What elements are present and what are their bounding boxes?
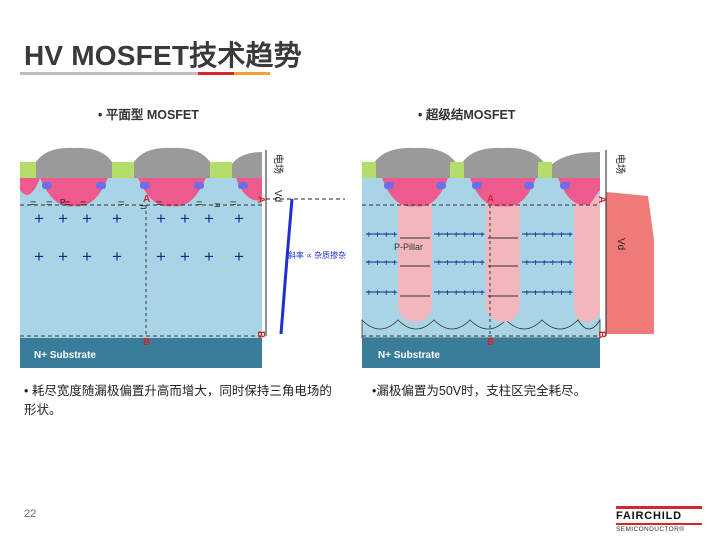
svg-text:=: = bbox=[156, 198, 162, 210]
sj-field-axis: 电场 A B Vd bbox=[596, 150, 654, 338]
planar-axis-b: B bbox=[255, 331, 266, 338]
planar-vd-label: Vd bbox=[272, 190, 283, 202]
sj-axis-b: B bbox=[596, 331, 607, 338]
sj-p-pillars bbox=[398, 190, 600, 322]
superjunction-description: •漏极偏置为50V时，支柱区完全耗尽。 bbox=[372, 384, 587, 398]
svg-text:+ + + + + +: + + + + + + bbox=[436, 230, 485, 241]
sj-plus-marks: + + + + + + + + + + + + + + + + + + + + + +… bbox=[366, 230, 573, 299]
svg-text:+ + + +: + + + + bbox=[366, 230, 398, 241]
planar-cells bbox=[20, 147, 262, 207]
svg-text:+: + bbox=[34, 247, 44, 266]
svg-text:+ + + + + +: + + + + + + bbox=[524, 258, 573, 269]
svg-text:+: + bbox=[234, 247, 244, 266]
title-underline-gray bbox=[20, 72, 198, 75]
planar-diagram: N+ Substrate = = = = = = = = = = P bbox=[20, 147, 346, 368]
svg-text:+ + + +: + + + + bbox=[366, 258, 398, 269]
svg-text:+ + + +: + + + + bbox=[366, 288, 398, 299]
page-number: 22 bbox=[24, 508, 37, 520]
svg-text:+: + bbox=[112, 247, 122, 266]
svg-text:=: = bbox=[140, 202, 146, 214]
svg-text:+: + bbox=[180, 209, 190, 228]
planar-plus-marks: + + + + + + + + + + + + + + + + bbox=[34, 209, 244, 266]
svg-text:+: + bbox=[204, 209, 214, 228]
sj-cells bbox=[362, 147, 600, 207]
superjunction-heading: • 超级结MOSFET bbox=[418, 108, 516, 122]
svg-text:=: = bbox=[118, 198, 124, 210]
planar-heading: • 平面型 MOSFET bbox=[98, 108, 199, 122]
sj-substrate-label: N+ Substrate bbox=[378, 350, 440, 361]
planar-point-a: A bbox=[143, 194, 150, 205]
logo-sub: SEMICONDUCTOR® bbox=[616, 526, 685, 533]
svg-text:+: + bbox=[156, 209, 166, 228]
sj-substrate bbox=[362, 338, 600, 368]
svg-text:=: = bbox=[64, 198, 70, 210]
planar-field-axis: 电场 A B Vd 斜率 ∝ 杂质掺杂 bbox=[255, 150, 346, 338]
sj-charge-rows bbox=[366, 233, 572, 297]
svg-text:=: = bbox=[30, 198, 36, 210]
planar-axis-a: A bbox=[255, 196, 266, 203]
planar-efield-label: 电场 bbox=[272, 154, 285, 174]
svg-text:+ + + + + +: + + + + + + bbox=[436, 288, 485, 299]
planar-substrate bbox=[20, 338, 262, 368]
svg-text:=: = bbox=[80, 198, 86, 210]
svg-text:=: = bbox=[230, 198, 236, 210]
svg-text:+: + bbox=[180, 247, 190, 266]
svg-text:+ + + + + +: + + + + + + bbox=[524, 288, 573, 299]
logo-bar-2 bbox=[616, 523, 702, 525]
svg-text:=: = bbox=[196, 198, 202, 210]
page-title: HV MOSFET技术趋势 bbox=[24, 40, 302, 71]
svg-text:+ + + + + +: + + + + + + bbox=[436, 258, 485, 269]
fairchild-logo: FAIRCHILD SEMICONDUCTOR® bbox=[616, 506, 702, 534]
svg-text:+: + bbox=[234, 209, 244, 228]
logo-brand: FAIRCHILD bbox=[616, 510, 682, 522]
sj-efield-label: 电场 bbox=[614, 154, 627, 174]
sj-point-a: A bbox=[487, 194, 494, 205]
svg-text:+: + bbox=[34, 209, 44, 228]
svg-text:+: + bbox=[204, 247, 214, 266]
svg-text:+: + bbox=[156, 247, 166, 266]
svg-text:+: + bbox=[82, 247, 92, 266]
svg-text:+ + + + + +: + + + + + + bbox=[524, 230, 573, 241]
sj-axis-a: A bbox=[596, 196, 607, 203]
planar-description: • 耗尽宽度随漏极偏置升高而增大，同时保持三角电场的形状。 bbox=[24, 384, 332, 417]
superjunction-diagram: N+ Substrate bbox=[361, 147, 654, 368]
planar-charge-marks: = = = = = = = = = = P bbox=[30, 198, 236, 214]
svg-text:+: + bbox=[58, 247, 68, 266]
title-underline-orange bbox=[234, 72, 270, 75]
planar-slope-label: 斜率 ∝ 杂质掺杂 bbox=[288, 250, 346, 260]
planar-p-label: P bbox=[60, 198, 65, 207]
sj-vd-label: Vd bbox=[615, 238, 626, 250]
svg-text:+: + bbox=[82, 209, 92, 228]
svg-text:=: = bbox=[214, 200, 220, 212]
planar-substrate-label: N+ Substrate bbox=[34, 350, 96, 361]
logo-bar bbox=[616, 506, 702, 509]
title-underline-red bbox=[198, 72, 234, 75]
planar-point-b: B bbox=[143, 337, 150, 348]
svg-text:+: + bbox=[112, 209, 122, 228]
svg-text:=: = bbox=[46, 198, 52, 210]
sj-p-pillar-label: P-Pillar bbox=[394, 242, 423, 252]
svg-text:+: + bbox=[58, 209, 68, 228]
sj-point-b: B bbox=[487, 337, 494, 348]
